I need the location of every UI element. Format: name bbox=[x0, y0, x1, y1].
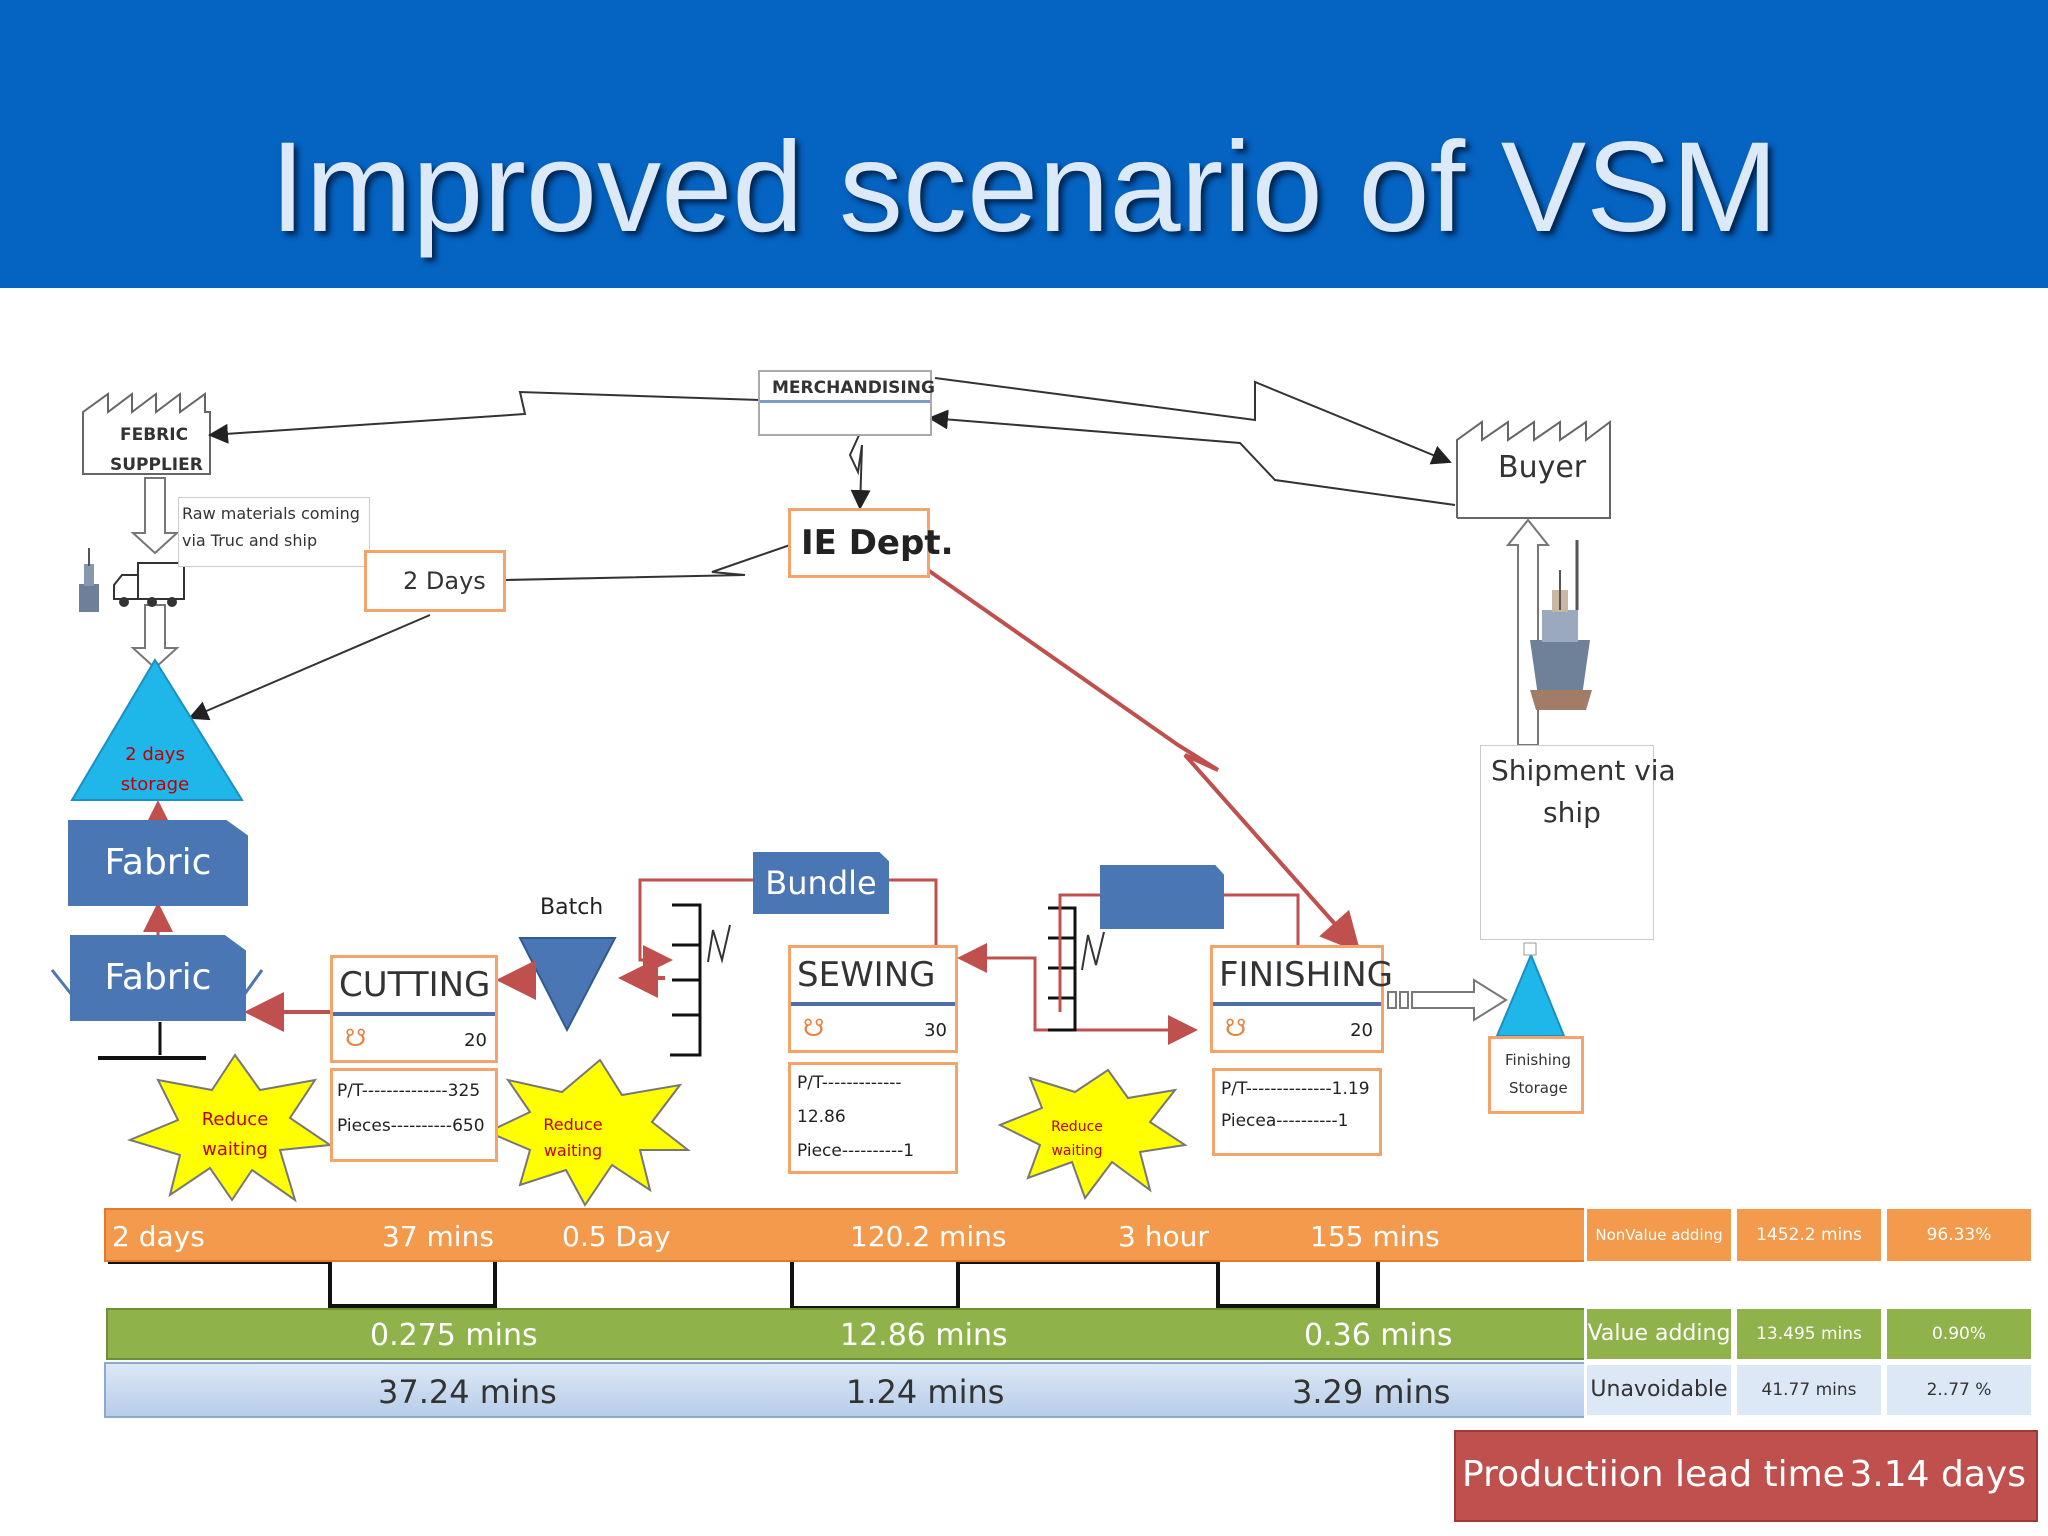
fabric-bottom: Fabric bbox=[70, 935, 246, 1021]
finishing-storage-triangle bbox=[1495, 952, 1566, 1037]
shipment-box: Shipment via ship bbox=[1480, 745, 1676, 940]
summary-percent: 0.90% bbox=[1884, 1306, 2034, 1362]
lead-time-label: Productiion lead time bbox=[1462, 1454, 1845, 1495]
sewing-operators: 30 bbox=[924, 1020, 947, 1041]
nva-cell: 155 mins bbox=[1310, 1220, 1440, 1253]
merchandising-box: MERCHANDISING bbox=[758, 370, 935, 436]
operator-icon: ☋ bbox=[345, 1024, 367, 1052]
info-flow-ie-2days bbox=[504, 544, 791, 581]
info-flow-merch-ie bbox=[848, 432, 871, 510]
unavoidable-cell: 3.29 mins bbox=[1292, 1373, 1451, 1411]
info-flow-merch-buyer bbox=[934, 377, 1452, 465]
reduce-waiting-burst-1 bbox=[127, 1053, 333, 1203]
summary-percent: 2..77 % bbox=[1884, 1362, 2034, 1418]
summary-label: NonValue adding bbox=[1584, 1206, 1734, 1264]
finishing-storage-line2: Storage bbox=[1509, 1079, 1568, 1097]
sewing-process-box: SEWING ☋ 30 bbox=[788, 945, 958, 1053]
finishing-storage-line1: Finishing bbox=[1505, 1051, 1571, 1069]
nva-cell: 2 days bbox=[112, 1220, 205, 1253]
finishing-out-arrow bbox=[1411, 978, 1508, 1022]
finishing-pieces: Piecea----------1 bbox=[1221, 1111, 1349, 1131]
two-days-label: 2 Days bbox=[403, 567, 486, 595]
va-cell: 0.275 mins bbox=[370, 1318, 538, 1353]
timeline-step-line bbox=[108, 1258, 1380, 1310]
summary-time: 41.77 mins bbox=[1734, 1362, 1884, 1418]
cutting-process-box: CUTTING ☋ 20 bbox=[330, 955, 498, 1063]
finishing-title: FINISHING bbox=[1213, 948, 1393, 1006]
cutting-pt: P/T--------------325 bbox=[337, 1081, 481, 1101]
raw-materials-box: Raw materials coming via Truc and ship bbox=[178, 497, 370, 567]
reduce-waiting-burst-2 bbox=[485, 1058, 691, 1207]
batch-label: Batch bbox=[540, 895, 604, 920]
storage-label: 2 days storage bbox=[120, 744, 190, 795]
cutting-pieces: Pieces----------650 bbox=[337, 1116, 485, 1136]
sewing-pt-value: 12.86 bbox=[797, 1107, 846, 1127]
info-flow-ie-finishing bbox=[923, 566, 1361, 953]
sewing-pieces: Piece----------1 bbox=[797, 1141, 915, 1161]
nonvalue-bar: 2 days 37 mins 0.5 Day 120.2 mins 3 hour… bbox=[104, 1208, 1588, 1262]
ie-dept-label: IE Dept. bbox=[801, 523, 954, 563]
finishing-bundle-tab bbox=[1100, 865, 1224, 929]
finishing-process-box: FINISHING ☋ 20 bbox=[1210, 945, 1393, 1053]
supplier-label: FEBRIC SUPPLIER bbox=[110, 425, 203, 475]
slide-header bbox=[0, 0, 2048, 288]
nva-cell: 0.5 Day bbox=[562, 1220, 671, 1253]
merchandising-label: MERCHANDISING bbox=[772, 378, 935, 398]
lead-time-value: 3.14 days bbox=[1849, 1454, 2026, 1495]
info-flow-merch-supplier bbox=[208, 390, 761, 444]
unavoidable-cell: 37.24 mins bbox=[378, 1373, 557, 1411]
cutting-operators: 20 bbox=[464, 1030, 487, 1051]
cutting-data-box: P/T--------------325 Pieces----------650 bbox=[330, 1068, 498, 1162]
ie-dept-box: IE Dept. bbox=[788, 508, 954, 578]
va-cell: 12.86 mins bbox=[840, 1318, 1008, 1353]
reduce-waiting-burst-3 bbox=[997, 1068, 1188, 1201]
operator-icon: ☋ bbox=[803, 1014, 825, 1042]
sewing-title: SEWING bbox=[791, 948, 955, 1006]
summary-percent: 96.33% bbox=[1884, 1206, 2034, 1264]
summary-time: 13.495 mins bbox=[1734, 1306, 1884, 1362]
summary-time: 1452.2 mins bbox=[1734, 1206, 1884, 1264]
two-days-box: 2 Days bbox=[364, 550, 506, 612]
finishing-pt: P/T--------------1.19 bbox=[1221, 1079, 1370, 1099]
sewing-pt: P/T------------- bbox=[797, 1073, 902, 1093]
raw-materials-line1: Raw materials coming bbox=[182, 504, 360, 523]
buyer-label: Buyer bbox=[1498, 450, 1587, 485]
batch-triangle bbox=[518, 937, 617, 1033]
info-flow-2days-storage bbox=[188, 614, 431, 721]
unavoidable-cell: 1.24 mins bbox=[846, 1373, 1005, 1411]
unavoidable-bar: 37.24 mins 1.24 mins 3.29 mins bbox=[104, 1362, 1588, 1418]
supplier-down-arrow bbox=[130, 477, 180, 555]
shipment-line2: ship bbox=[1543, 796, 1601, 829]
cutting-title: CUTTING bbox=[333, 958, 495, 1016]
lead-time-box: Productiion lead time 3.14 days bbox=[1454, 1430, 2038, 1522]
finishing-data-box: P/T--------------1.19 Piecea----------1 bbox=[1212, 1068, 1382, 1156]
buyer-factory-icon bbox=[1456, 420, 1611, 519]
nva-cell: 120.2 mins bbox=[850, 1220, 1007, 1253]
summary-label: Value adding bbox=[1584, 1306, 1734, 1362]
finishing-storage-box: Finishing Storage bbox=[1488, 1036, 1584, 1114]
truck-down-arrow bbox=[130, 604, 180, 670]
truck-icon bbox=[113, 562, 185, 607]
fabric-top: Fabric bbox=[68, 820, 248, 906]
summary-label: Unavoidable bbox=[1584, 1362, 1734, 1418]
nva-cell: 37 mins bbox=[382, 1220, 494, 1253]
va-cell: 0.36 mins bbox=[1304, 1318, 1453, 1353]
nva-cell: 3 hour bbox=[1118, 1220, 1209, 1253]
raw-materials-line2: via Truc and ship bbox=[182, 531, 318, 550]
small-ship-icon bbox=[79, 548, 99, 612]
info-flow-buyer-merch bbox=[928, 409, 1456, 506]
shipment-line1: Shipment via bbox=[1491, 754, 1676, 787]
value-adding-bar: 0.275 mins 12.86 mins 0.36 mins bbox=[106, 1308, 1586, 1360]
slide-title: Improved scenario of VSM bbox=[269, 116, 1779, 259]
bundle-tab: Bundle bbox=[753, 852, 889, 914]
finishing-operators: 20 bbox=[1350, 1020, 1373, 1041]
ship-icon bbox=[1530, 540, 1592, 710]
operator-icon: ☋ bbox=[1225, 1014, 1247, 1042]
sewing-data-box: P/T------------- 12.86 Piece----------1 bbox=[788, 1062, 958, 1174]
